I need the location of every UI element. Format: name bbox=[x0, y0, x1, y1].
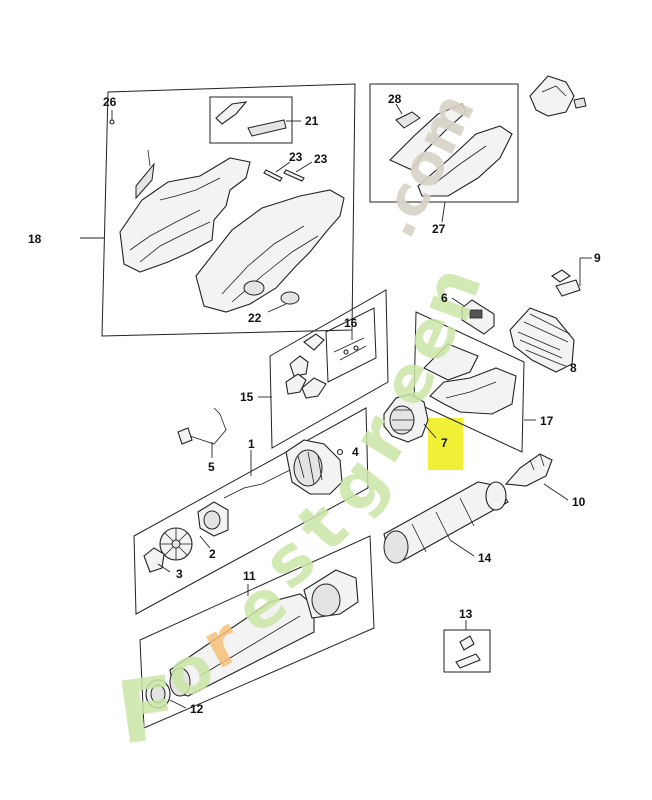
callout-2: 2 bbox=[209, 547, 216, 561]
callout-17: 17 bbox=[540, 414, 554, 428]
callout-26: 26 bbox=[103, 95, 117, 109]
group-box-11 bbox=[139, 535, 375, 729]
group-box-17 bbox=[413, 311, 525, 453]
callout-8: 8 bbox=[570, 361, 577, 375]
callout-13: 13 bbox=[459, 607, 473, 621]
callout-22: 22 bbox=[248, 311, 262, 325]
callout-3: 3 bbox=[176, 567, 183, 581]
callout-15: 15 bbox=[240, 390, 254, 404]
callout-9: 9 bbox=[594, 251, 601, 265]
group-box-16 bbox=[325, 307, 377, 383]
callout-14: 14 bbox=[478, 551, 492, 565]
callout-11: 11 bbox=[243, 569, 256, 583]
callout-10: 10 bbox=[572, 495, 586, 509]
group-box-13 bbox=[443, 629, 491, 673]
callout-27: 27 bbox=[432, 222, 446, 236]
callout-23a: 23 bbox=[289, 150, 303, 164]
group-box-21 bbox=[209, 96, 293, 144]
callout-21: 21 bbox=[305, 114, 319, 128]
group-box-27 bbox=[369, 83, 519, 203]
callout-6: 6 bbox=[441, 291, 448, 305]
callout-1: 1 bbox=[248, 437, 255, 451]
callout-5: 5 bbox=[208, 460, 215, 474]
callout-4: 4 bbox=[352, 445, 359, 459]
callout-7: 7 bbox=[441, 436, 448, 450]
callout-23b: 23 bbox=[314, 152, 328, 166]
highlight-box-7 bbox=[428, 418, 463, 470]
callout-12: 12 bbox=[190, 702, 204, 716]
callout-16: 16 bbox=[344, 316, 358, 330]
callout-18: 18 bbox=[28, 232, 42, 246]
callout-28: 28 bbox=[388, 92, 402, 106]
group-box-15 bbox=[269, 289, 389, 449]
